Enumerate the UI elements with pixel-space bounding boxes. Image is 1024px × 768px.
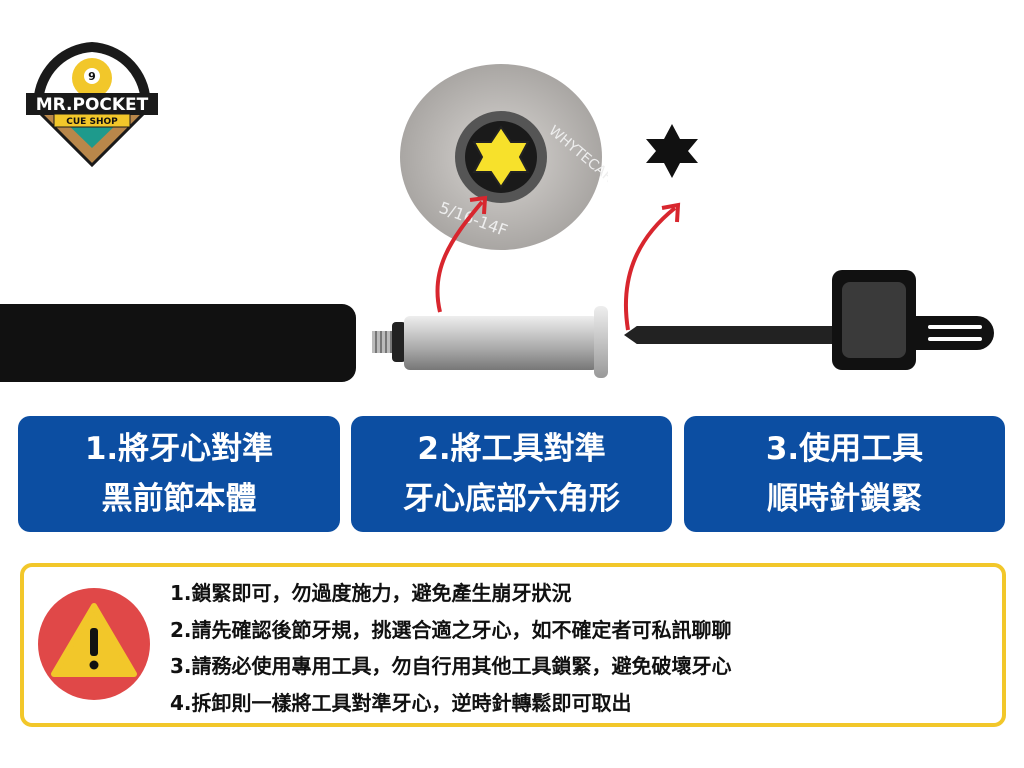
step-3-line2: 順時針鎖緊 — [767, 481, 922, 517]
step-2-line2: 牙心底部六角形 — [403, 481, 620, 517]
step-1-line2: 黑前節本體 — [101, 481, 257, 517]
front-shaft — [0, 304, 356, 382]
step-3-card: 3.使用工具 順時針鎖緊 — [684, 416, 1005, 532]
step-1-card: 1.將牙心對準 黑前節本體 — [18, 416, 340, 532]
note-item: 3.請務必使用專用工具，勿自行用其他工具鎖緊，避免破壞牙心 — [170, 654, 732, 678]
step-2-line1: 2.將工具對準 — [417, 431, 606, 467]
joint-screw-thread — [372, 331, 392, 353]
joint-ring — [392, 322, 406, 362]
yellow-hex-socket-icon — [472, 125, 530, 189]
logo-name: MR.POCKET — [36, 95, 149, 115]
step-3-line1: 3.使用工具 — [765, 431, 924, 467]
tool-shaft — [624, 326, 838, 344]
logo-subtitle: CUE SHOP — [66, 117, 118, 127]
thread-nut-closeup: WHYTECARBON.COM 5/16-14F — [400, 64, 608, 250]
warning-icon — [38, 588, 150, 700]
note-item: 4.拆卸則一樣將工具對準牙心，逆時針轉鬆即可取出 — [170, 690, 632, 715]
logo-ball-number: 9 — [88, 70, 96, 83]
joint-pin — [404, 316, 598, 370]
tool-grip — [914, 316, 994, 350]
tool-handle — [832, 270, 916, 370]
mr-pocket-logo: 9 MR.POCKET CUE SHOP — [26, 42, 158, 168]
step-2-card: 2.將工具對準 牙心底部六角形 — [351, 416, 672, 532]
torx-star-icon — [646, 124, 698, 178]
notes-list: 1.鎖緊即可，勿過度施力，避免產生崩牙狀況 2.請先確認後節牙規，挑選合適之牙心… — [170, 575, 732, 721]
note-item: 2.請先確認後節牙規，挑選合適之牙心，如不確定者可私訊聊聊 — [170, 617, 732, 642]
warning-notes-box: 1.鎖緊即可，勿過度施力，避免產生崩牙狀況 2.請先確認後節牙規，挑選合適之牙心… — [20, 563, 1006, 727]
step-1-line1: 1.將牙心對準 — [84, 431, 274, 467]
red-arrows — [435, 195, 681, 331]
note-item: 1.鎖緊即可，勿過度施力，避免產生崩牙狀況 — [170, 581, 572, 605]
joint-pin-flange — [594, 306, 608, 378]
